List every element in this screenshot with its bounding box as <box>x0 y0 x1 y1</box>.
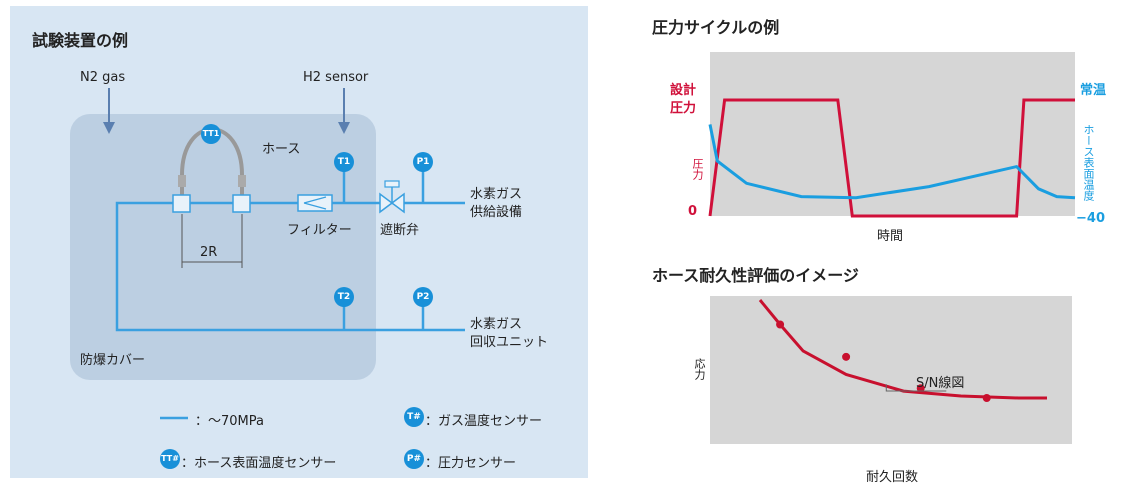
cover-label: 防爆カバー <box>80 353 146 368</box>
pressure-zero-label: 0 <box>688 204 698 219</box>
temperature-series-line <box>708 124 1076 200</box>
h2-sensor-label: H2 sensor <box>303 70 369 85</box>
filter-mark-1 <box>303 196 327 204</box>
recovery-label-line1: 水素ガス <box>470 317 523 332</box>
sensor-t1-badge: T1 <box>334 152 354 172</box>
supply-label-line2: 供給設備 <box>470 205 523 220</box>
legend-t-text: ：ガス温度センサー <box>425 414 543 429</box>
h2-arrow-head <box>338 122 350 134</box>
legend-t-badge: T# <box>404 407 424 427</box>
filter <box>297 194 333 212</box>
legend-p-text: ：圧力センサー <box>425 456 517 471</box>
sn-curve-line <box>758 299 1047 400</box>
valve-label: 遮断弁 <box>380 223 420 238</box>
sn-data-point <box>842 352 851 361</box>
pipe-line <box>115 201 465 332</box>
sensor-t2-badge: T2 <box>334 287 354 307</box>
durability-plot-area <box>710 296 1072 444</box>
n2-arrow-head <box>103 122 115 134</box>
pressure-cycle-title: 圧力サイクルの例 <box>652 18 780 37</box>
pressure-cycle-chart <box>708 52 1076 218</box>
sensor-p1-badge: P1 <box>413 152 433 172</box>
sn-data-point <box>982 394 991 402</box>
room-temp-label: 常温 <box>1080 83 1107 98</box>
joint-right <box>232 194 251 213</box>
sn-data-point <box>916 384 925 393</box>
pressure-axis-label: 圧力 <box>691 158 704 180</box>
explosion-proof-cover <box>70 114 376 380</box>
filter-mark-2 <box>303 202 327 210</box>
legend-tt-text: ：ホース表面温度センサー <box>181 456 337 471</box>
hose-fitting-left <box>178 175 186 187</box>
design-pressure-label-line2: 圧力 <box>670 101 697 116</box>
valve-actuator <box>384 180 400 188</box>
legend-line-text: ：～70MPa <box>195 414 264 429</box>
durability-chart <box>710 296 1072 444</box>
temp-min-label: −40 <box>1076 211 1105 226</box>
hose-fitting-right <box>238 175 246 187</box>
legend-p-badge: P# <box>404 449 424 469</box>
bend-radius-label: 2R <box>200 245 218 260</box>
joint-left <box>172 194 191 213</box>
legend-tt-badge: TT# <box>160 449 180 469</box>
supply-label-line1: 水素ガス <box>470 187 523 202</box>
n2-gas-label: N2 gas <box>80 70 126 85</box>
durability-title: ホース耐久性評価のイメージ <box>652 266 859 285</box>
sn-data-point <box>776 320 785 329</box>
pressure-cycle-xlabel: 時間 <box>877 229 904 244</box>
sensor-tt1-badge: TT1 <box>201 124 221 144</box>
stress-axis-label: 応力 <box>693 358 706 380</box>
pressure-series-line <box>708 98 1075 218</box>
apparatus-title: 試験装置の例 <box>32 31 129 50</box>
design-pressure-label-line1: 設計 <box>670 83 697 98</box>
apparatus-diagram <box>70 88 465 420</box>
recovery-label-line2: 回収ユニット <box>470 335 549 350</box>
hose-temp-axis-label: ホース表面温度 <box>1082 124 1095 201</box>
sn-curve-annotation: S/N線図 <box>916 376 965 391</box>
sensor-p2-badge: P2 <box>413 287 433 307</box>
filter-label: フィルター <box>287 223 352 238</box>
sn-callout-line <box>885 384 947 392</box>
hose-label: ホース <box>262 142 301 157</box>
durability-xlabel: 耐久回数 <box>866 470 919 485</box>
